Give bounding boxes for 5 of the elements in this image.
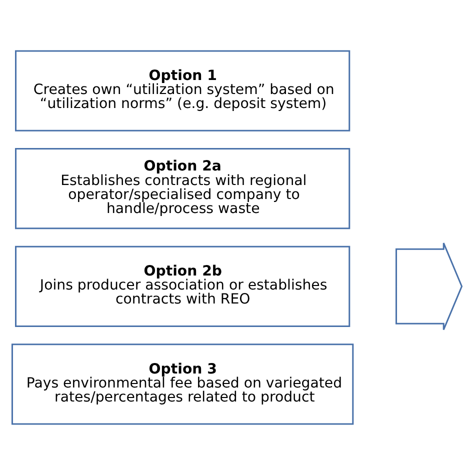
node-box: Option 3 Pays environmental fee based on variegated rates/percentages related to product [11,343,354,424]
node-arrow [396,242,463,330]
node-box: Option 1 Creates own “utilization system” based on “utilization norms” (e.g. deposit system) [15,50,350,131]
node-box: Option 2b Joins producer association or establishes contracts with REO [15,245,350,326]
node-box: Option 2a Establishes contracts with regional operator/specialised company to handle/process waste [15,148,350,229]
